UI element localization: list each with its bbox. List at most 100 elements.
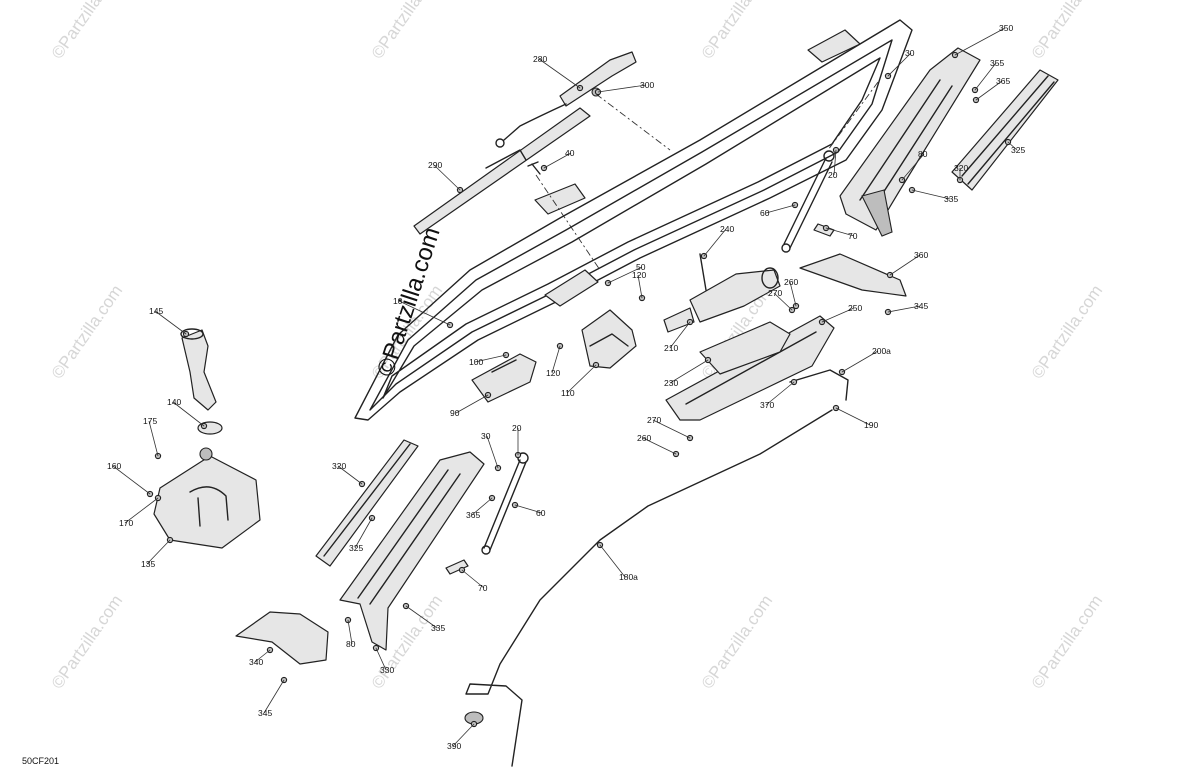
windshield-frame-part[interactable] [354, 19, 913, 421]
latch-bracket-part[interactable] [471, 353, 537, 403]
leader-line [405, 605, 438, 629]
callout-280[interactable]: 280 [533, 54, 547, 64]
callout-260[interactable]: 260 [637, 433, 651, 443]
callout-30[interactable]: 30 [481, 431, 491, 441]
callout-175[interactable]: 175 [143, 416, 157, 426]
leader-line [669, 321, 691, 349]
watermark-text: ©Partzilla.com [368, 0, 447, 62]
leader-line [474, 354, 507, 363]
callout-300[interactable]: 300 [640, 80, 654, 90]
callout-335[interactable]: 335 [944, 194, 958, 204]
callout-80[interactable]: 80 [346, 639, 356, 649]
lower-left-cover-part[interactable] [235, 611, 329, 665]
watermark-text: ©Partzilla.com [1028, 281, 1107, 382]
callout-70[interactable]: 70 [848, 231, 858, 241]
inner-cover-part[interactable] [699, 321, 791, 375]
callout-60[interactable]: 60 [536, 508, 546, 518]
assembly-guide-line [535, 174, 601, 271]
callout-170[interactable]: 170 [119, 518, 133, 528]
callout-140[interactable]: 140 [167, 397, 181, 407]
leader-line [124, 497, 159, 524]
watermark-text: ©Partzilla.com [48, 591, 127, 692]
callout-100[interactable]: 100 [469, 357, 483, 367]
leader-line [765, 381, 795, 406]
screw-part[interactable] [527, 161, 541, 175]
callout-80[interactable]: 80 [918, 149, 928, 159]
leader-line [566, 364, 597, 394]
leader-line [833, 149, 837, 176]
callout-135[interactable]: 135 [141, 559, 155, 569]
callout-355[interactable]: 355 [990, 58, 1004, 68]
callout-50[interactable]: 50 [636, 262, 646, 272]
callout-200a[interactable]: 200a [872, 346, 891, 356]
callout-270[interactable]: 270 [647, 415, 661, 425]
callout-365[interactable]: 365 [996, 76, 1010, 86]
callout-145[interactable]: 145 [149, 306, 163, 316]
upper-mounting-rail-part[interactable] [951, 69, 1059, 191]
lower-cover-panel-part[interactable] [665, 315, 835, 421]
callout-330[interactable]: 330 [380, 665, 394, 675]
leader-line [347, 619, 353, 645]
leader-line [889, 254, 921, 276]
callout-270[interactable]: 270 [768, 288, 782, 298]
callout-120[interactable]: 120 [546, 368, 560, 378]
callout-250[interactable]: 250 [848, 303, 862, 313]
leader-line [669, 359, 709, 384]
callout-345[interactable]: 345 [914, 301, 928, 311]
right-pillar-trim-part[interactable] [839, 47, 981, 237]
callout-190[interactable]: 190 [864, 420, 878, 430]
callout-20[interactable]: 20 [828, 170, 838, 180]
leader-line [954, 27, 1006, 56]
filler-neck-part[interactable] [180, 328, 217, 411]
callout-365[interactable]: 365 [466, 510, 480, 520]
callout-70[interactable]: 70 [478, 583, 488, 593]
wiper-blade-part[interactable] [413, 107, 591, 235]
washer-hose-part[interactable] [789, 369, 849, 401]
callout-320[interactable]: 320 [332, 461, 346, 471]
watermark-text: ©Partzilla.com [1028, 591, 1107, 692]
leader-line [514, 504, 543, 514]
callout-325[interactable]: 325 [1011, 145, 1025, 155]
callout-240[interactable]: 240 [720, 224, 734, 234]
leader-line [637, 274, 643, 299]
callout-335[interactable]: 335 [431, 623, 445, 633]
leader-line [887, 52, 912, 77]
callout-160[interactable]: 160 [107, 461, 121, 471]
washer-reservoir-part[interactable] [153, 447, 261, 549]
callout-350[interactable]: 350 [999, 23, 1013, 33]
callout-90[interactable]: 90 [450, 408, 460, 418]
wiper-arm-part[interactable] [495, 51, 637, 148]
callout-110[interactable]: 110 [561, 388, 575, 398]
left-pillar-trim-part[interactable] [339, 451, 485, 651]
callout-40[interactable]: 40 [565, 148, 575, 158]
leader-line [841, 350, 879, 373]
washer-hose-part[interactable] [465, 409, 833, 767]
leader-line [543, 152, 572, 169]
callout-290[interactable]: 290 [428, 160, 442, 170]
lift-motor-assembly-part[interactable] [663, 253, 781, 333]
leader-line [652, 419, 691, 439]
callout-20[interactable]: 20 [512, 423, 522, 433]
lower-mounting-rail-part[interactable] [315, 439, 419, 567]
leader-line [148, 420, 159, 457]
callout-340[interactable]: 340 [249, 657, 263, 667]
callout-230[interactable]: 230 [664, 378, 678, 388]
callout-390[interactable]: 390 [447, 741, 461, 751]
callout-325[interactable]: 325 [349, 543, 363, 553]
side-bracket-part[interactable] [799, 253, 907, 297]
watermark-text: ©Partzilla.com [48, 0, 127, 62]
callout-10[interactable]: 10 [393, 296, 403, 306]
callout-60[interactable]: 60 [760, 208, 770, 218]
callout-30[interactable]: 30 [905, 48, 915, 58]
callout-260[interactable]: 260 [784, 277, 798, 287]
callout-180a[interactable]: 180a [619, 572, 638, 582]
callout-370[interactable]: 370 [760, 400, 774, 410]
latch-handle-part[interactable] [581, 309, 637, 369]
watermark-text: ©Partzilla.com [1028, 0, 1107, 62]
callout-345[interactable]: 345 [258, 708, 272, 718]
callout-210[interactable]: 210 [664, 343, 678, 353]
leader-line [821, 307, 855, 323]
callout-360[interactable]: 360 [914, 250, 928, 260]
callout-320[interactable]: 320 [954, 163, 968, 173]
callout-120[interactable]: 120 [632, 270, 646, 280]
